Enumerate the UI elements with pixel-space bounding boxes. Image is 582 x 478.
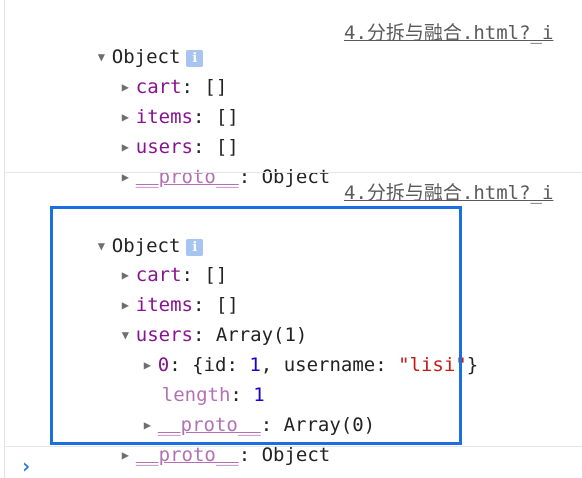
prop-value: Array(1) bbox=[215, 324, 308, 346]
triangle-right-icon[interactable]: ▶ bbox=[121, 80, 129, 94]
close-brace: } bbox=[466, 354, 479, 376]
entry-username-value: "lisi" bbox=[398, 354, 467, 376]
entry-username-key: username bbox=[283, 354, 376, 376]
triangle-down-icon[interactable]: ▼ bbox=[97, 239, 105, 253]
prop-value: [] bbox=[215, 294, 239, 316]
info-icon[interactable]: i bbox=[186, 239, 204, 256]
prop-value: Object bbox=[261, 166, 331, 188]
prop-key: users bbox=[135, 136, 193, 158]
source-link-2[interactable]: 4.分拆与融合.html?_i bbox=[344, 182, 554, 204]
prop-row-proto[interactable]: ▶__proto__: Object bbox=[121, 166, 331, 188]
length-key: length bbox=[161, 384, 231, 406]
open-brace: { bbox=[192, 354, 204, 376]
prop-row-users[interactable]: ▶users: [] bbox=[121, 136, 239, 158]
triangle-right-icon[interactable]: ▶ bbox=[143, 418, 151, 432]
triangle-right-icon[interactable]: ▶ bbox=[143, 358, 151, 372]
highlight-rectangle bbox=[50, 206, 462, 445]
message-separator bbox=[4, 172, 582, 173]
proto-key: __proto__ bbox=[157, 414, 261, 436]
prop-row-items[interactable]: ▶items: [] bbox=[121, 106, 239, 128]
prop-key: items bbox=[135, 106, 193, 128]
triangle-right-icon[interactable]: ▶ bbox=[121, 170, 129, 184]
prop-key: users bbox=[135, 324, 193, 346]
object-label: Object bbox=[111, 235, 181, 257]
prop-row-cart[interactable]: ▶cart: [] bbox=[121, 264, 228, 286]
array-entry-0[interactable]: ▶0: {id: 1, username: "lisi"} bbox=[143, 354, 479, 376]
entry-id-key: id bbox=[203, 354, 227, 376]
triangle-right-icon[interactable]: ▶ bbox=[121, 110, 129, 124]
object-label: Object bbox=[111, 46, 181, 68]
prop-key: cart bbox=[135, 264, 182, 286]
prop-key: __proto__ bbox=[135, 166, 239, 188]
triangle-down-icon[interactable]: ▼ bbox=[97, 50, 105, 64]
proto-value: Array(0) bbox=[283, 414, 376, 436]
triangle-right-icon[interactable]: ▶ bbox=[121, 298, 129, 312]
prop-row-proto[interactable]: ▶__proto__: Object bbox=[121, 444, 331, 466]
length-value: 1 bbox=[253, 384, 265, 406]
message-separator bbox=[4, 446, 582, 447]
prop-value: [] bbox=[204, 76, 228, 98]
triangle-right-icon[interactable]: ▶ bbox=[121, 268, 129, 282]
prop-value: [] bbox=[215, 136, 239, 158]
prop-row-users-expanded[interactable]: ▼users: Array(1) bbox=[121, 324, 308, 346]
triangle-right-icon[interactable]: ▶ bbox=[121, 448, 129, 462]
entry-id-value: 1 bbox=[249, 354, 261, 376]
console-left-border bbox=[4, 0, 5, 478]
prop-key: cart bbox=[135, 76, 182, 98]
prop-row-cart[interactable]: ▶cart: [] bbox=[121, 76, 228, 98]
array-length-row: length: 1 bbox=[161, 384, 265, 406]
prop-value: [] bbox=[215, 106, 239, 128]
prop-row-items[interactable]: ▶items: [] bbox=[121, 294, 239, 316]
prop-value: Object bbox=[261, 444, 331, 466]
entry-index: 0 bbox=[157, 354, 170, 376]
source-link-1[interactable]: 4.分拆与融合.html?_i bbox=[344, 22, 554, 44]
triangle-right-icon[interactable]: ▶ bbox=[121, 140, 129, 154]
prop-key: items bbox=[135, 294, 193, 316]
prompt-chevron-icon[interactable]: › bbox=[20, 454, 33, 478]
info-icon[interactable]: i bbox=[186, 50, 204, 67]
array-proto-row[interactable]: ▶__proto__: Array(0) bbox=[143, 414, 376, 436]
triangle-down-icon[interactable]: ▼ bbox=[121, 328, 129, 342]
prop-value: [] bbox=[204, 264, 228, 286]
prop-key: __proto__ bbox=[135, 444, 239, 466]
